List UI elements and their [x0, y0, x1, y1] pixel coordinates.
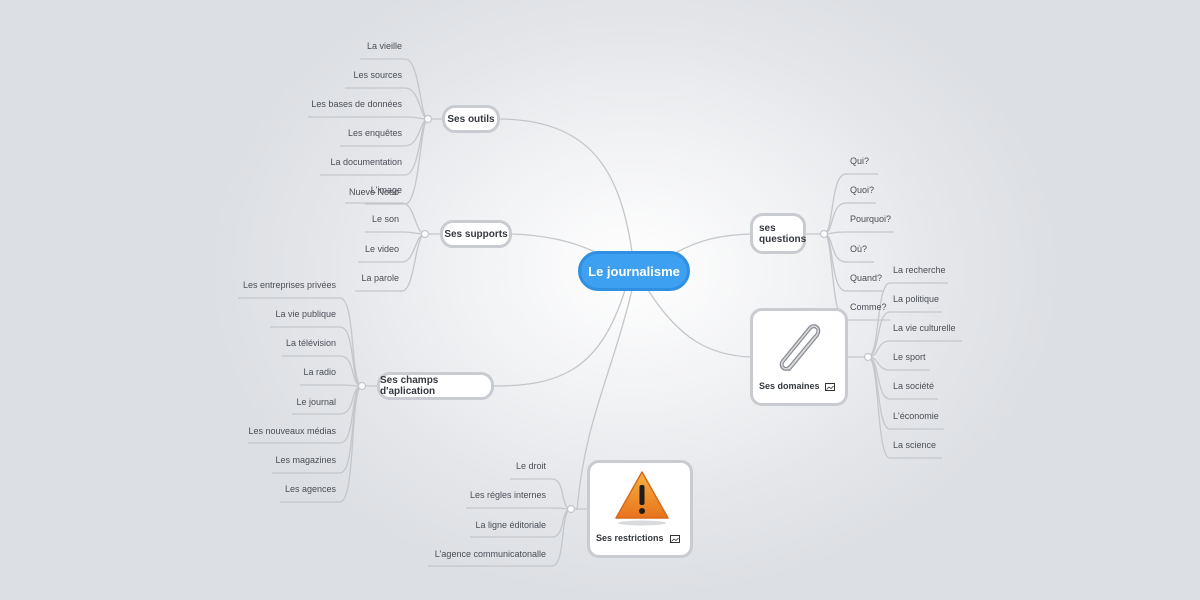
leaf-item[interactable]: La science: [893, 440, 937, 450]
paperclip-icon: [779, 324, 821, 371]
leaf-item[interactable]: Quand?: [850, 273, 883, 283]
branch-ses-restrictions[interactable]: Ses restrictions: [587, 460, 693, 558]
branch-label: Ses supports: [444, 228, 508, 240]
leaf-item[interactable]: Comme?: [850, 302, 887, 312]
branch-ses-questions[interactable]: ses questions: [750, 213, 806, 254]
leaf-item[interactable]: La télévision: [285, 338, 336, 348]
leaf-item[interactable]: La recherche: [893, 265, 946, 275]
leaf-item[interactable]: Qui?: [850, 156, 870, 166]
leaf-item[interactable]: Quoi?: [850, 185, 875, 195]
leaf-item[interactable]: La ligne éditoriale: [475, 520, 546, 530]
branch-label: ses questions: [759, 222, 807, 245]
leaf-item[interactable]: Pourquoi?: [850, 214, 892, 224]
image-icon: [825, 383, 835, 391]
branch-label: Ses outils: [447, 113, 495, 125]
leaf-item[interactable]: La société: [893, 381, 935, 391]
leaf-item[interactable]: L'image: [370, 185, 402, 195]
leaf-item[interactable]: La vieille: [366, 41, 402, 51]
leaf-item[interactable]: Les entreprises privées: [242, 280, 336, 290]
leaf-item[interactable]: Le sport: [893, 352, 926, 362]
branch-ses-champs[interactable]: Ses champs d'aplication: [377, 372, 494, 400]
warning-icon: [615, 471, 669, 526]
branch-label: Ses domaines: [759, 381, 820, 391]
leaf-item[interactable]: Le video: [364, 244, 399, 254]
branch-ses-domaines[interactable]: Ses domaines: [750, 308, 848, 406]
leaf-item[interactable]: Les bases de données: [311, 99, 402, 109]
branch-ses-supports[interactable]: Ses supports: [440, 220, 512, 248]
leaf-item[interactable]: Les enquêtes: [347, 128, 402, 138]
leaf-item[interactable]: Les agences: [284, 484, 336, 494]
leaf-item[interactable]: Où?: [850, 244, 868, 254]
leaf-item[interactable]: La documentation: [330, 157, 402, 167]
leaf-item[interactable]: La radio: [303, 367, 336, 377]
leaf-item[interactable]: Les nouveaux médias: [248, 426, 336, 436]
branch-label: Ses restrictions: [596, 533, 664, 543]
leaf-item[interactable]: Les magazines: [275, 455, 336, 465]
leaf-item[interactable]: La vie culturelle: [893, 323, 956, 333]
leaf-item[interactable]: L'agence communicatonalle: [434, 549, 546, 559]
leaf-item[interactable]: Le droit: [515, 461, 546, 471]
leaf-item[interactable]: La politique: [893, 294, 940, 304]
leaf-item[interactable]: Les régles internes: [469, 490, 546, 500]
leaf-item[interactable]: L'économie: [893, 411, 939, 421]
image-icon: [670, 535, 680, 543]
leaf-item[interactable]: Les sources: [353, 70, 402, 80]
leaf-item[interactable]: La vie publique: [275, 309, 336, 319]
root-label: Le journalisme: [588, 263, 680, 279]
leaf-item[interactable]: La parole: [361, 273, 399, 283]
leaf-item[interactable]: Le son: [371, 214, 399, 224]
root-node[interactable]: Le journalisme: [578, 251, 690, 291]
branch-ses-outils[interactable]: Ses outils: [442, 105, 500, 133]
leaf-item[interactable]: Le journal: [296, 397, 336, 407]
leaf-item[interactable]: Nuevo Nodo: [348, 187, 399, 197]
branch-label: Ses champs d'aplication: [380, 375, 439, 397]
